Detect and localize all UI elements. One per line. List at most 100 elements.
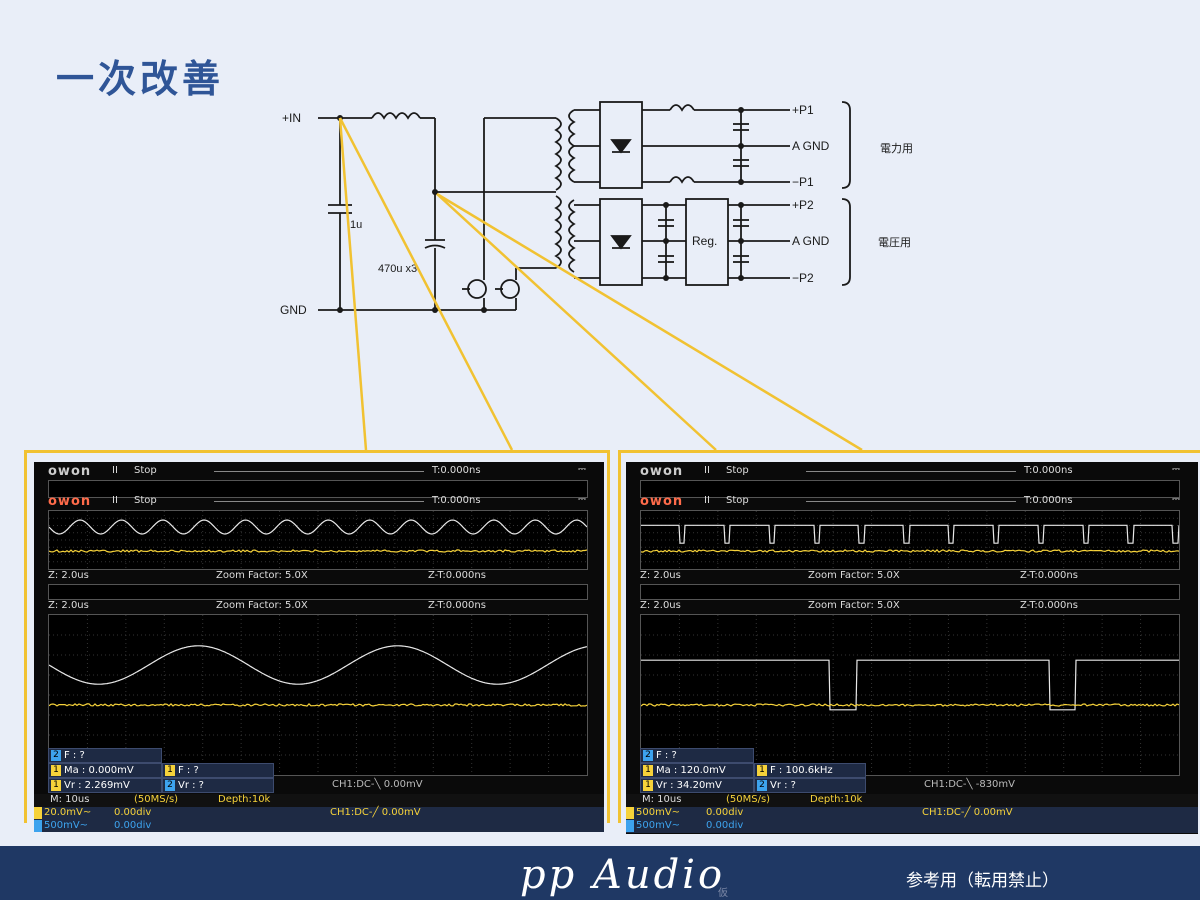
ch1-scale: 20.0mV~ bbox=[44, 807, 91, 818]
zoom-strip bbox=[640, 584, 1180, 600]
scope-logo: owon bbox=[48, 464, 91, 479]
ch1-position: 0.00div bbox=[114, 807, 151, 818]
ch2-position: 0.00div bbox=[114, 820, 151, 831]
timebase: M: 10us bbox=[642, 794, 681, 805]
pause-icon: II bbox=[704, 495, 710, 506]
depth: Depth:10k bbox=[218, 794, 270, 805]
ch1-position: 0.00div bbox=[706, 807, 743, 818]
depth: Depth:10k bbox=[810, 794, 862, 805]
run-status: Stop bbox=[134, 465, 157, 476]
timebase: M: 10us bbox=[50, 794, 89, 805]
ch1-trace bbox=[49, 704, 587, 706]
ch2-position: 0.00div bbox=[706, 820, 743, 831]
ch2-row: 500mV~ 0.00div bbox=[626, 820, 1198, 833]
meas-ch1-vrms: 1Vr : 2.269mV bbox=[48, 778, 162, 793]
meas-ch2-vrms: 2Vr : ? bbox=[162, 778, 274, 793]
zoom-info: Z: 2.0us Zoom Factor: 5.0X Z-T:0.000ns bbox=[640, 570, 1180, 584]
label-agnd1: A GND bbox=[792, 139, 830, 153]
label-power-use: 電力用 bbox=[880, 142, 913, 155]
usb-icon: ⎓ bbox=[1172, 464, 1180, 475]
scope-header: owonIIStopT:0.000ns⎓ bbox=[34, 494, 604, 510]
zoom-info: Z: 2.0us Zoom Factor: 5.0X Z-T:0.000ns bbox=[640, 600, 1180, 614]
zoom-scale: Z: 2.0us bbox=[640, 600, 681, 611]
meas-ch1-max: 1Ma : 0.000mV bbox=[48, 763, 162, 778]
timebase-row: M: 10us (50MS/s) Depth:10k bbox=[34, 794, 604, 807]
zoom-time: Z-T:0.000ns bbox=[1020, 600, 1078, 611]
meas-ch1-max: 1Ma : 120.0mV bbox=[640, 763, 754, 778]
oscilloscope-left: owonIIStopT:0.000ns⎓owonIIStopT:0.000ns⎓… bbox=[34, 462, 604, 832]
ch1-row: 20.0mV~ 0.00div CH1:DC-╱ 0.00mV bbox=[34, 807, 604, 820]
label-p1-neg: −P1 bbox=[792, 175, 814, 189]
zoom-scale: Z: 2.0us bbox=[640, 570, 681, 581]
zoom-time: Z-T:0.000ns bbox=[428, 600, 486, 611]
usb-icon: ⎓ bbox=[1172, 494, 1180, 505]
run-status: Stop bbox=[134, 495, 157, 506]
coupling-info: CH1:DC-╲ 0.00mV bbox=[332, 779, 423, 790]
usage-note: 参考用（転用禁止） bbox=[906, 866, 1059, 891]
zoom-info: Z: 2.0us Zoom Factor: 5.0X Z-T:0.000ns bbox=[48, 600, 588, 614]
overview-wave bbox=[49, 511, 587, 569]
zoom-scale: Z: 2.0us bbox=[48, 570, 89, 581]
label-gnd: GND bbox=[280, 303, 307, 317]
ch1-scale: 500mV~ bbox=[636, 807, 680, 818]
trigger-time: T:0.000ns bbox=[1024, 495, 1073, 506]
ch1-trace bbox=[641, 704, 1179, 706]
ch2-trace bbox=[641, 525, 1179, 543]
ch1-row: 500mV~0.00divCH1:DC-╱ 0.00mV bbox=[626, 807, 1198, 820]
label-cap2: 470u x3 bbox=[378, 263, 417, 275]
scope-header: owon II Stop T:0.000ns ⎓ bbox=[626, 464, 1198, 480]
zoom-strip bbox=[48, 584, 588, 600]
trigger-info: CH1:DC-╱ 0.00mV bbox=[330, 807, 421, 818]
run-status: Stop bbox=[726, 495, 749, 506]
meas-ch1-freq: 1F : ? bbox=[162, 763, 274, 778]
meas-ch2-freq: 2F : ? bbox=[48, 748, 162, 763]
zoom-factor: Zoom Factor: 5.0X bbox=[216, 570, 308, 581]
trigger-time: T:0.000ns bbox=[432, 495, 481, 506]
usb-icon: ⎓ bbox=[578, 464, 586, 475]
trigger-bar bbox=[214, 471, 424, 472]
trigger-bar bbox=[806, 501, 1016, 502]
brand-sub: 仮 bbox=[718, 884, 728, 899]
meas-ch1-freq: 1F : 100.6kHz bbox=[754, 763, 866, 778]
zoom-factor: Zoom Factor: 5.0X bbox=[808, 600, 900, 611]
zoom-time: Z-T:0.000ns bbox=[1020, 570, 1078, 581]
label-p1-pos: +P1 bbox=[792, 103, 814, 117]
overview-plot bbox=[640, 510, 1180, 570]
timebase-row: M: 10us(50MS/s)Depth:10k bbox=[626, 794, 1198, 807]
zoom-info: Z: 2.0us Zoom Factor: 5.0X Z-T:0.000ns bbox=[48, 570, 588, 584]
zoom-scale: Z: 2.0us bbox=[48, 600, 89, 611]
label-reg: Reg. bbox=[692, 234, 717, 248]
scope-logo: owon bbox=[48, 494, 91, 509]
scope-logo: owon bbox=[640, 494, 683, 509]
label-agnd2: A GND bbox=[792, 234, 830, 248]
scope-header: owon II Stop T:0.000ns ⎓ bbox=[34, 464, 604, 480]
brand-logo: pp Audio bbox=[520, 852, 725, 898]
zoom-time: Z-T:0.000ns bbox=[428, 570, 486, 581]
trigger-time: T:0.000ns bbox=[1024, 465, 1073, 476]
oscilloscope-right: owonIIStopT:0.000ns⎓owonIIStopT:0.000ns⎓… bbox=[626, 462, 1198, 834]
trigger-bar bbox=[214, 501, 424, 502]
meas-ch1-vrms: 1Vr : 34.20mV bbox=[640, 778, 754, 793]
pause-icon: II bbox=[704, 465, 710, 476]
ch2-scale: 500mV~ bbox=[636, 820, 680, 831]
overview-wave bbox=[641, 511, 1179, 569]
ch2-row: 500mV~ 0.00div bbox=[34, 820, 604, 832]
pause-icon: II bbox=[112, 495, 118, 506]
trigger-bar bbox=[806, 471, 1016, 472]
ch2-scale: 500mV~ bbox=[44, 820, 88, 831]
label-cap1: 1u bbox=[350, 219, 362, 231]
overview-plot bbox=[48, 510, 588, 570]
scope-logo: owon bbox=[640, 464, 683, 479]
sample-rate: (50MS/s) bbox=[134, 794, 178, 805]
label-voltage-use: 電圧用 bbox=[878, 236, 911, 249]
label-p2-pos: +P2 bbox=[792, 198, 814, 212]
coupling-info: CH1:DC-╲ -830mV bbox=[924, 779, 1015, 790]
label-p2-neg: −P2 bbox=[792, 271, 814, 285]
trigger-time: T:0.000ns bbox=[432, 465, 481, 476]
pause-icon: II bbox=[112, 465, 118, 476]
zoom-factor: Zoom Factor: 5.0X bbox=[808, 570, 900, 581]
zoom-factor: Zoom Factor: 5.0X bbox=[216, 600, 308, 611]
scope-header: owon II Stop T:0.000ns ⎓ bbox=[626, 494, 1198, 510]
label-in: +IN bbox=[282, 111, 301, 125]
run-status: Stop bbox=[726, 465, 749, 476]
